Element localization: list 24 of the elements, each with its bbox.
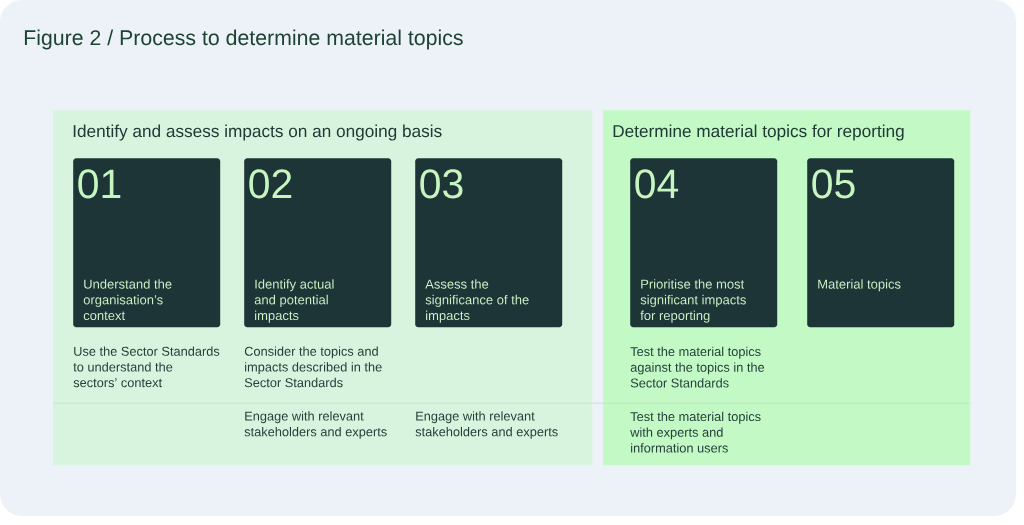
step-description: Prioritise the most significant impacts for reporting <box>640 279 746 323</box>
step-box <box>807 158 955 328</box>
step-number: 02 <box>249 169 292 199</box>
step-description: Assess the significance of the impacts <box>425 279 529 323</box>
step-description: Material topics <box>818 279 901 292</box>
step-number: 05 <box>812 169 855 199</box>
title: Figure 2 / Process to determine material topics <box>24 29 463 50</box>
note-text: Test the material topics with experts and information users <box>630 411 761 453</box>
step-number: 04 <box>635 169 679 199</box>
step-box <box>73 158 221 328</box>
note-text: Test the material topics against the topics in the Sector Standards <box>630 346 765 388</box>
step-box <box>630 158 778 328</box>
step-number: 03 <box>420 169 463 199</box>
step-number: 01 <box>78 169 121 199</box>
step-description: Identify actual and potential impacts <box>254 279 334 323</box>
step-description: Understand the organisation’s context <box>83 279 172 321</box>
note-text: Engage with relevant stakeholders and experts <box>415 411 558 439</box>
note-text: Engage with relevant stakeholders and experts <box>244 411 387 439</box>
note-text: Consider the topics and impacts described in the Sector Standards <box>244 346 382 388</box>
step-box <box>415 158 563 328</box>
step-box <box>244 158 392 328</box>
panel-heading: Determine material topics for reporting <box>613 124 904 141</box>
note-text: Use the Sector Standards to understand the sectors’ context <box>73 346 220 388</box>
panel-heading: Identify and assess impacts on an ongoing basis <box>73 124 442 141</box>
